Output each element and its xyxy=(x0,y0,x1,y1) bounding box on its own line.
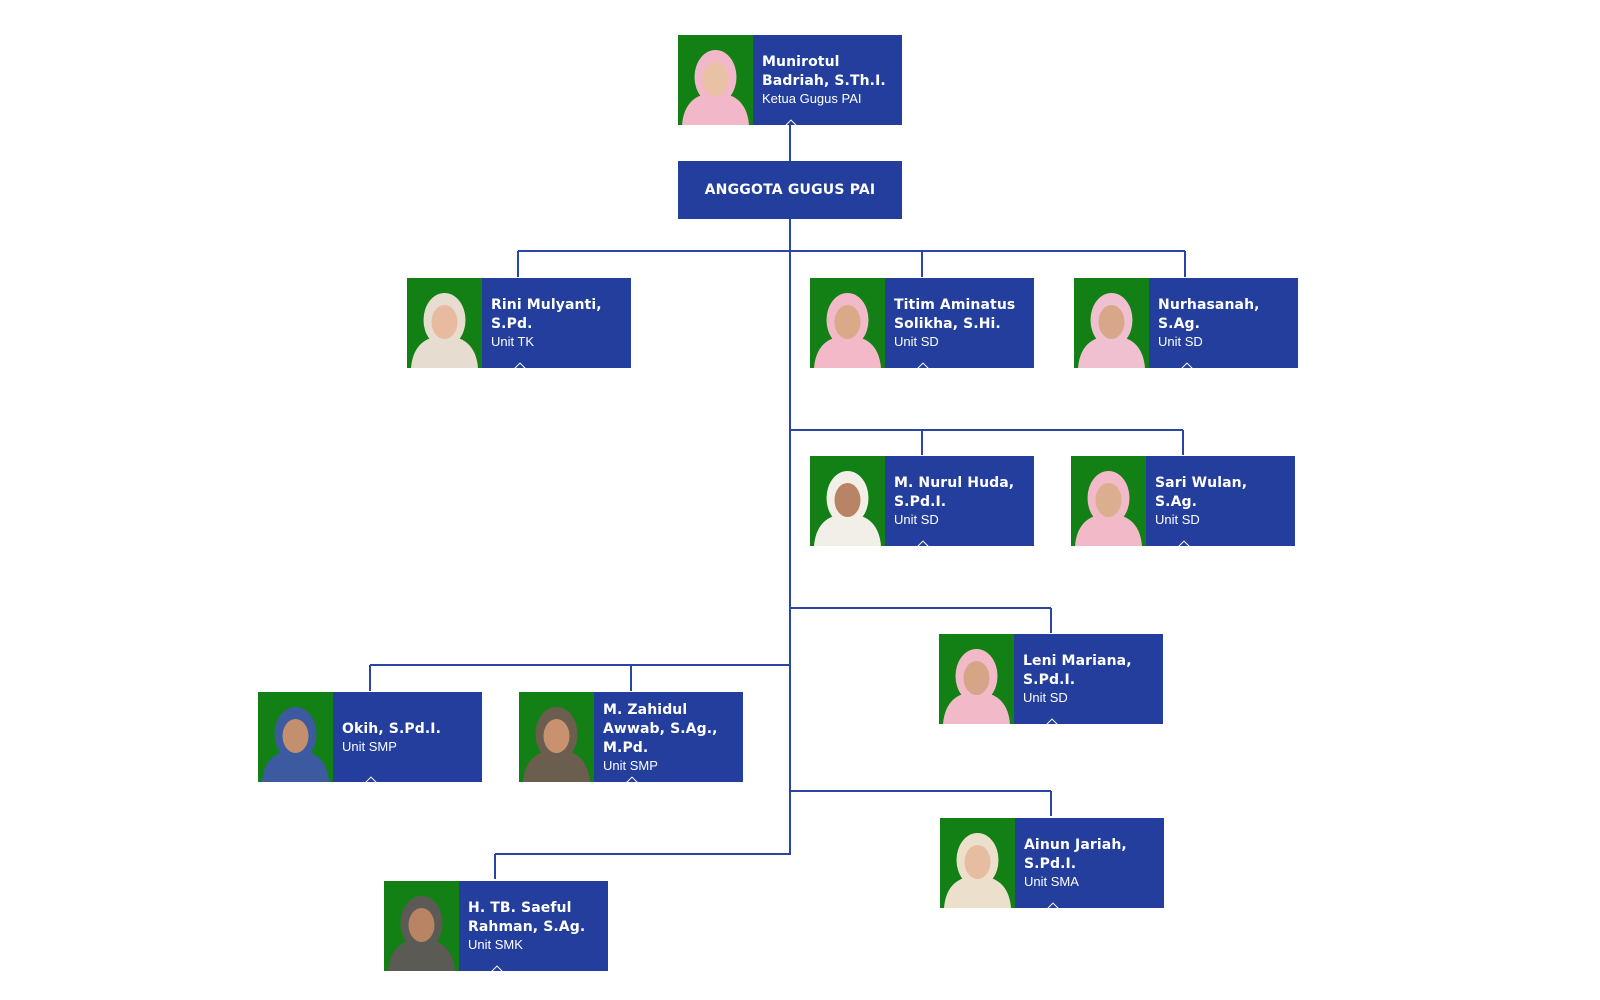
member-card: M. Nurul Huda, S.Pd.I. Unit SD xyxy=(810,456,1034,546)
member-name: Titim Aminatus Solikha, S.Hi. xyxy=(894,297,1016,332)
person-photo-icon xyxy=(1071,456,1146,546)
member-card: Sari Wulan, S.Ag. Unit SD xyxy=(1071,456,1295,546)
member-name: Okih, S.Pd.I. xyxy=(342,720,441,737)
person-photo-icon xyxy=(678,35,753,125)
member-role: Unit SMK xyxy=(468,937,523,952)
member-role: Unit TK xyxy=(491,334,535,349)
member-name: Nurhasanah, S.Ag. xyxy=(1158,297,1260,332)
person-photo-icon xyxy=(258,692,333,782)
portrait-graphic xyxy=(523,707,590,782)
person-photo-icon xyxy=(939,634,1014,724)
person-photo-icon xyxy=(407,278,482,368)
person-photo-icon xyxy=(940,818,1015,908)
member-card: Rini Mulyanti, S.Pd. Unit TK xyxy=(407,278,631,368)
portrait-graphic xyxy=(1078,293,1145,368)
portrait-graphic xyxy=(944,833,1011,908)
member-role: Unit SD xyxy=(1158,334,1203,349)
member-name: Rini Mulyanti, S.Pd. xyxy=(491,297,602,332)
portrait-graphic xyxy=(682,50,749,125)
head-card: Munirotul Badriah, S.Th.I. Ketua Gugus P… xyxy=(678,35,902,125)
member-role: Unit SMP xyxy=(342,738,397,754)
member-card: Ainun Jariah, S.Pd.I. Unit SMA xyxy=(940,818,1164,908)
member-name: M. Nurul Huda, S.Pd.I. xyxy=(894,475,1015,510)
portrait-graphic xyxy=(262,707,329,782)
portrait-graphic xyxy=(814,471,881,546)
portrait-graphic xyxy=(411,293,478,368)
member-card: Nurhasanah, S.Ag. Unit SD xyxy=(1074,278,1298,368)
person-photo-icon xyxy=(384,881,459,971)
member-card: Leni Mariana, S.Pd.I. Unit SD xyxy=(939,634,1163,724)
member-role: Unit SMP xyxy=(603,757,658,773)
member-card: Okih, S.Pd.I.Unit SMP xyxy=(258,692,482,782)
person-photo-icon xyxy=(1074,278,1149,368)
person-photo-icon xyxy=(810,278,885,368)
head-role: Ketua Gugus PAI xyxy=(762,91,862,106)
member-role: Unit SD xyxy=(1155,512,1200,527)
person-photo-icon xyxy=(810,456,885,546)
member-role: Unit SD xyxy=(894,334,939,349)
member-name: H. TB. Saeful Rahman, S.Ag. xyxy=(468,900,586,935)
member-name: Leni Mariana, S.Pd.I. xyxy=(1023,653,1132,688)
member-card: Titim Aminatus Solikha, S.Hi. Unit SD xyxy=(810,278,1034,368)
portrait-graphic xyxy=(943,649,1010,724)
member-card: M. Zahidul Awwab, S.Ag., M.Pd.Unit SMP xyxy=(519,692,743,782)
portrait-graphic xyxy=(388,896,455,971)
person-photo-icon xyxy=(519,692,594,782)
member-role: Unit SD xyxy=(894,512,939,527)
portrait-graphic xyxy=(1075,471,1142,546)
member-name: Sari Wulan, S.Ag. xyxy=(1155,475,1248,510)
member-name: Ainun Jariah, S.Pd.I. xyxy=(1024,837,1127,872)
member-card: H. TB. Saeful Rahman, S.Ag. Unit SMK xyxy=(384,881,608,971)
member-name: M. Zahidul Awwab, S.Ag., M.Pd. xyxy=(603,701,718,756)
group-title: ANGGOTA GUGUS PAI xyxy=(678,161,902,219)
portrait-graphic xyxy=(814,293,881,368)
member-role: Unit SMA xyxy=(1024,874,1079,889)
head-name: Munirotul Badriah, S.Th.I. xyxy=(762,54,886,89)
member-role: Unit SD xyxy=(1023,690,1068,705)
